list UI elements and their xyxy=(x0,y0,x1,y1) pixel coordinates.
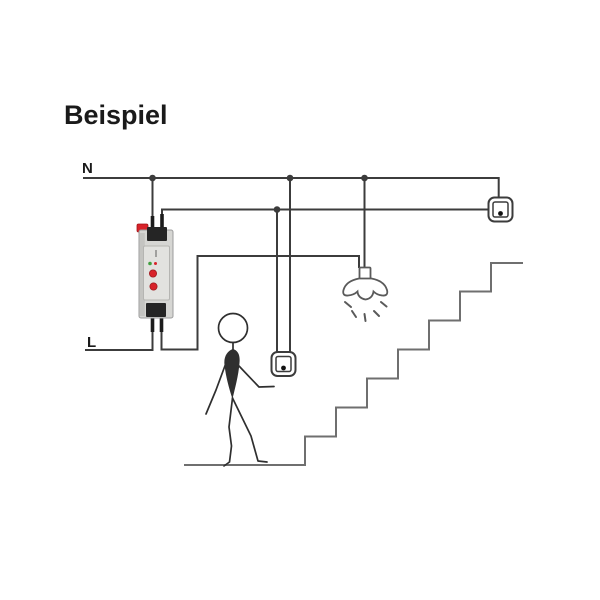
push-button-dot xyxy=(281,365,286,371)
person-arm-back xyxy=(205,362,227,415)
neutral-label: N xyxy=(82,160,93,177)
push-button-dot xyxy=(498,211,503,216)
control-line-wire xyxy=(161,208,489,232)
lamp-ray-5 xyxy=(380,301,388,308)
person-leg-back xyxy=(223,397,234,467)
timer-relay-device xyxy=(136,214,174,332)
relay-red-led xyxy=(154,262,157,265)
lamp-ray-4 xyxy=(373,310,380,317)
junction-dot-relay-n xyxy=(149,174,156,182)
lamp-ray-1 xyxy=(344,301,352,308)
lamp-shade xyxy=(342,277,389,301)
page-title: Beispiel xyxy=(64,100,168,130)
relay-output-to-lamp-wire xyxy=(160,255,360,351)
relay-adjust-knob-upper xyxy=(148,269,157,278)
relay-housing-side-shade xyxy=(139,233,145,316)
relay-bottom-terminal-block xyxy=(146,303,166,317)
person-torso xyxy=(224,349,240,399)
person-head xyxy=(217,312,249,344)
lamp-ray-2 xyxy=(351,310,357,318)
push-button-inner xyxy=(275,355,292,373)
neutral-bus-wire xyxy=(83,177,500,197)
lamp-ray-3 xyxy=(363,313,367,322)
staircase xyxy=(184,262,523,466)
relay-top-terminal-block xyxy=(147,227,167,241)
push-button-top-right xyxy=(487,196,514,223)
junction-dot-lamp-n xyxy=(361,174,368,182)
staircase-steps-outline xyxy=(184,262,523,466)
junction-dot-button-n xyxy=(286,174,294,182)
person-arm-front xyxy=(238,365,275,388)
push-button-inner xyxy=(492,201,509,218)
pendant-lamp xyxy=(342,266,389,322)
line-label: L xyxy=(87,334,96,351)
relay-green-led xyxy=(148,261,152,266)
relay-adjust-knob-lower xyxy=(149,282,158,291)
push-button-stairwell xyxy=(270,351,297,377)
person-stick-figure xyxy=(205,312,275,467)
junction-dot-button-control xyxy=(273,206,281,213)
person-leg-front xyxy=(231,397,268,463)
lamp-rays xyxy=(344,301,388,322)
